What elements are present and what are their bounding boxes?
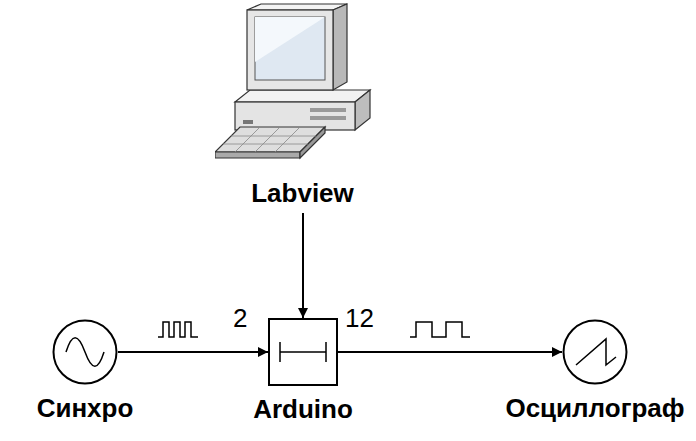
pin-number: 12 (345, 303, 374, 334)
pulse-train (410, 322, 470, 337)
device-circle: Синхро (52, 319, 118, 385)
computer-icon (215, 2, 390, 162)
computer-node: Labview (215, 2, 390, 209)
signal-arrow (302, 213, 304, 318)
controller-symbol (268, 318, 338, 386)
controller-box: Arduino (268, 318, 338, 386)
signal-arrow (118, 351, 268, 353)
signal-arrow (338, 351, 562, 353)
node-label: Осциллограф (505, 393, 684, 424)
pulse-train (158, 322, 198, 337)
node-label: Labview (215, 178, 390, 209)
pin-number: 2 (233, 303, 247, 334)
node-label: Arduino (253, 394, 353, 425)
device-circle: Осциллограф (562, 319, 628, 385)
oscilloscope-symbol (562, 319, 628, 385)
generator-symbol (52, 319, 118, 385)
node-label: Синхро (37, 393, 134, 424)
